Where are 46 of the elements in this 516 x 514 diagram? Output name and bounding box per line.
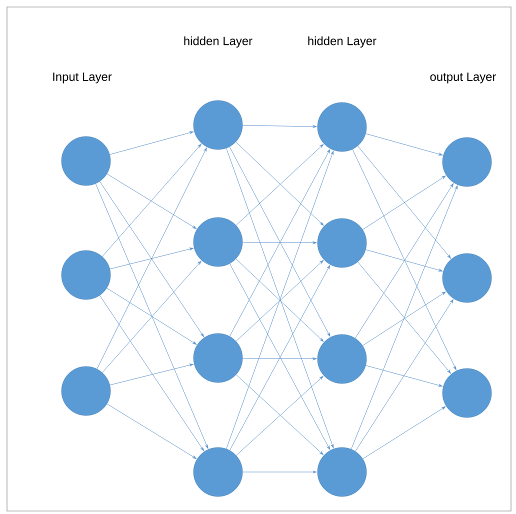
arrow xyxy=(110,248,194,270)
arrow xyxy=(362,176,446,230)
layer-label: Input Layer xyxy=(53,72,112,84)
arrow xyxy=(242,357,317,360)
neuron-circle xyxy=(442,137,492,187)
neuron-circle xyxy=(317,218,367,268)
neuron-circle xyxy=(442,253,492,303)
arrow xyxy=(106,288,197,345)
arrow xyxy=(352,149,456,370)
arrow xyxy=(366,133,443,156)
neuron-circle xyxy=(442,368,492,418)
arrow xyxy=(242,470,317,474)
arrow xyxy=(242,241,317,244)
arrow xyxy=(95,183,208,449)
neuron-circle xyxy=(317,334,367,384)
arrow xyxy=(355,183,454,338)
arrow xyxy=(96,148,207,370)
arrow xyxy=(351,185,458,450)
arrow xyxy=(100,295,204,452)
arrow xyxy=(106,174,196,229)
neuron-circle xyxy=(317,102,367,152)
neuron-circle xyxy=(193,447,243,497)
arrow xyxy=(106,404,196,459)
arrow xyxy=(355,299,454,452)
neuron-circle xyxy=(61,250,111,300)
neuron-circle xyxy=(193,217,243,267)
neuron-circle xyxy=(193,100,243,150)
arrow xyxy=(362,406,446,460)
neuron-circle xyxy=(61,366,111,416)
neuron-circle xyxy=(61,136,111,186)
arrow xyxy=(362,292,446,346)
arrow xyxy=(102,144,202,257)
arrow xyxy=(102,260,202,373)
neuron-circle xyxy=(193,333,243,383)
arrow xyxy=(242,125,317,128)
arrow xyxy=(110,131,194,155)
arrow xyxy=(358,262,451,374)
arrow xyxy=(358,146,451,259)
arrow xyxy=(100,181,204,338)
layer-label: output Layer xyxy=(430,72,496,84)
arrow xyxy=(366,365,443,387)
arrow xyxy=(110,364,194,386)
layer-label: hidden Layer xyxy=(308,36,376,48)
neuron-circle xyxy=(317,447,367,497)
layer-label: hidden Layer xyxy=(184,36,252,48)
arrow xyxy=(366,249,443,272)
